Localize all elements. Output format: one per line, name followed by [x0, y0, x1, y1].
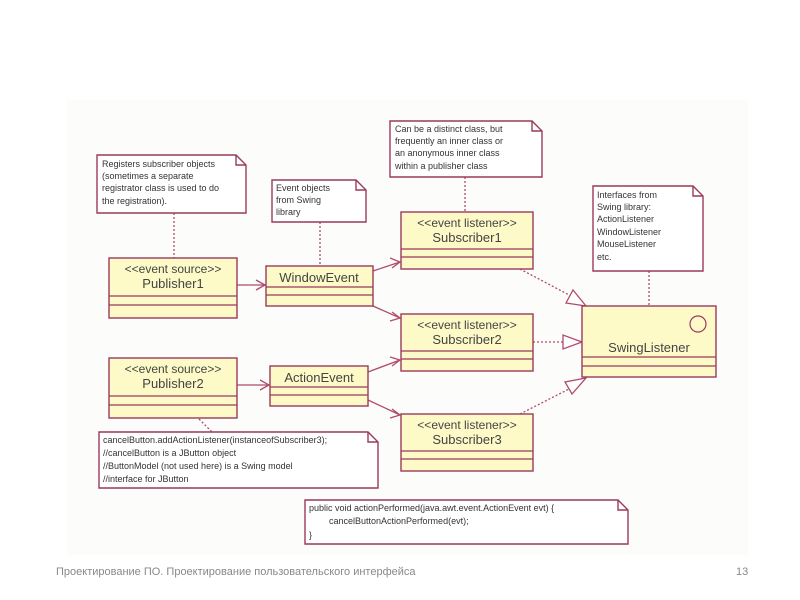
note-line: //cancelButton is a JButton object — [103, 448, 237, 458]
note-registers: Registers subscriber objects (sometimes … — [96, 154, 247, 214]
arrowhead-icon — [255, 279, 267, 291]
class-name: ActionEvent — [284, 370, 354, 385]
class-publisher2[interactable]: <<event source>> Publisher2 — [108, 357, 238, 419]
note-line: Can be a distinct class, but — [395, 124, 503, 134]
association-windowevent-subscriber2 — [372, 305, 401, 319]
note-line: Swing library: — [597, 202, 651, 212]
note-line: Interfaces from — [597, 190, 657, 200]
note-line: } — [309, 530, 312, 540]
footer-title: Проектирование ПО. Проектирование пользо… — [56, 566, 416, 578]
class-stereotype: <<event source>> — [125, 262, 222, 276]
interface-circle-icon — [689, 315, 707, 333]
note-line: library — [276, 207, 301, 217]
class-stereotype: <<event source>> — [125, 362, 222, 376]
note-interfaces: Interfaces from Swing library: ActionLis… — [592, 185, 704, 272]
association-actionevent-subscriber3 — [367, 399, 401, 416]
class-name: Subscriber2 — [432, 332, 501, 347]
page-number: 13 — [736, 566, 749, 578]
note-line: //interface for JButton — [103, 474, 189, 484]
realization-arrowhead-icon — [562, 334, 584, 350]
note-action-performed: public void actionPerformed(java.awt.eve… — [304, 499, 629, 545]
class-stereotype: <<event listener>> — [417, 418, 516, 432]
note-line: //ButtonModel (not used here) is a Swing… — [103, 461, 293, 471]
arrowhead-icon — [259, 379, 271, 391]
realization-subscriber1 — [519, 268, 572, 297]
class-subscriber2[interactable]: <<event listener>> Subscriber2 — [400, 313, 534, 372]
note-line: cancelButton.addActionListener(instanceo… — [103, 435, 327, 445]
note-line: from Swing — [276, 195, 321, 205]
note-line: public void actionPerformed(java.awt.eve… — [309, 503, 554, 513]
class-name: WindowEvent — [279, 270, 359, 285]
note-line: (sometimes a separate — [102, 171, 194, 181]
class-publisher1[interactable]: <<event source>> Publisher1 — [108, 257, 238, 319]
realization-arrowhead-icon — [563, 377, 588, 396]
association-windowevent-subscriber1 — [372, 261, 401, 272]
note-line: ActionListener — [597, 214, 654, 224]
class-window-event[interactable]: WindowEvent — [265, 265, 374, 307]
note-line: etc. — [597, 252, 612, 262]
realization-subscriber3 — [519, 388, 570, 415]
class-action-event[interactable]: ActionEvent — [269, 365, 369, 407]
class-name: SwingListener — [608, 340, 690, 355]
arrowhead-icon — [389, 356, 402, 367]
note-distinct-class: Can be a distinct class, but frequently … — [389, 120, 543, 178]
class-name: Publisher1 — [142, 276, 203, 291]
note-event-objects: Event objects from Swing library — [271, 179, 367, 223]
arrowhead-icon — [389, 257, 402, 269]
note-line: registrator class is used to do — [102, 183, 219, 193]
class-stereotype: <<event listener>> — [417, 318, 516, 332]
note-anchor-cancel-button — [198, 418, 213, 433]
arrowhead-icon — [389, 311, 402, 322]
note-line: Event objects — [276, 183, 331, 193]
note-line: MouseListener — [597, 239, 656, 249]
class-swing-listener[interactable]: SwingListener — [581, 305, 717, 378]
class-name: Subscriber1 — [432, 230, 501, 245]
class-subscriber1[interactable]: <<event listener>> Subscriber1 — [400, 211, 534, 270]
note-cancel-button: cancelButton.addActionListener(instanceo… — [98, 431, 379, 489]
class-subscriber3[interactable]: <<event listener>> Subscriber3 — [400, 413, 534, 472]
class-name: Publisher2 — [142, 376, 203, 391]
note-line: the registration). — [102, 196, 167, 206]
arrowhead-icon — [389, 408, 402, 419]
note-line: frequently an inner class or — [395, 136, 503, 146]
note-line: within a publisher class — [394, 161, 488, 171]
association-actionevent-subscriber2 — [367, 359, 401, 373]
note-line: cancelButtonActionPerformed(evt); — [309, 516, 469, 526]
note-line: Registers subscriber objects — [102, 159, 216, 169]
note-line: WindowListener — [597, 227, 661, 237]
note-line: an anonymous inner class — [395, 148, 500, 158]
class-name: Subscriber3 — [432, 432, 501, 447]
class-stereotype: <<event listener>> — [417, 216, 516, 230]
realization-arrowhead-icon — [564, 288, 588, 307]
